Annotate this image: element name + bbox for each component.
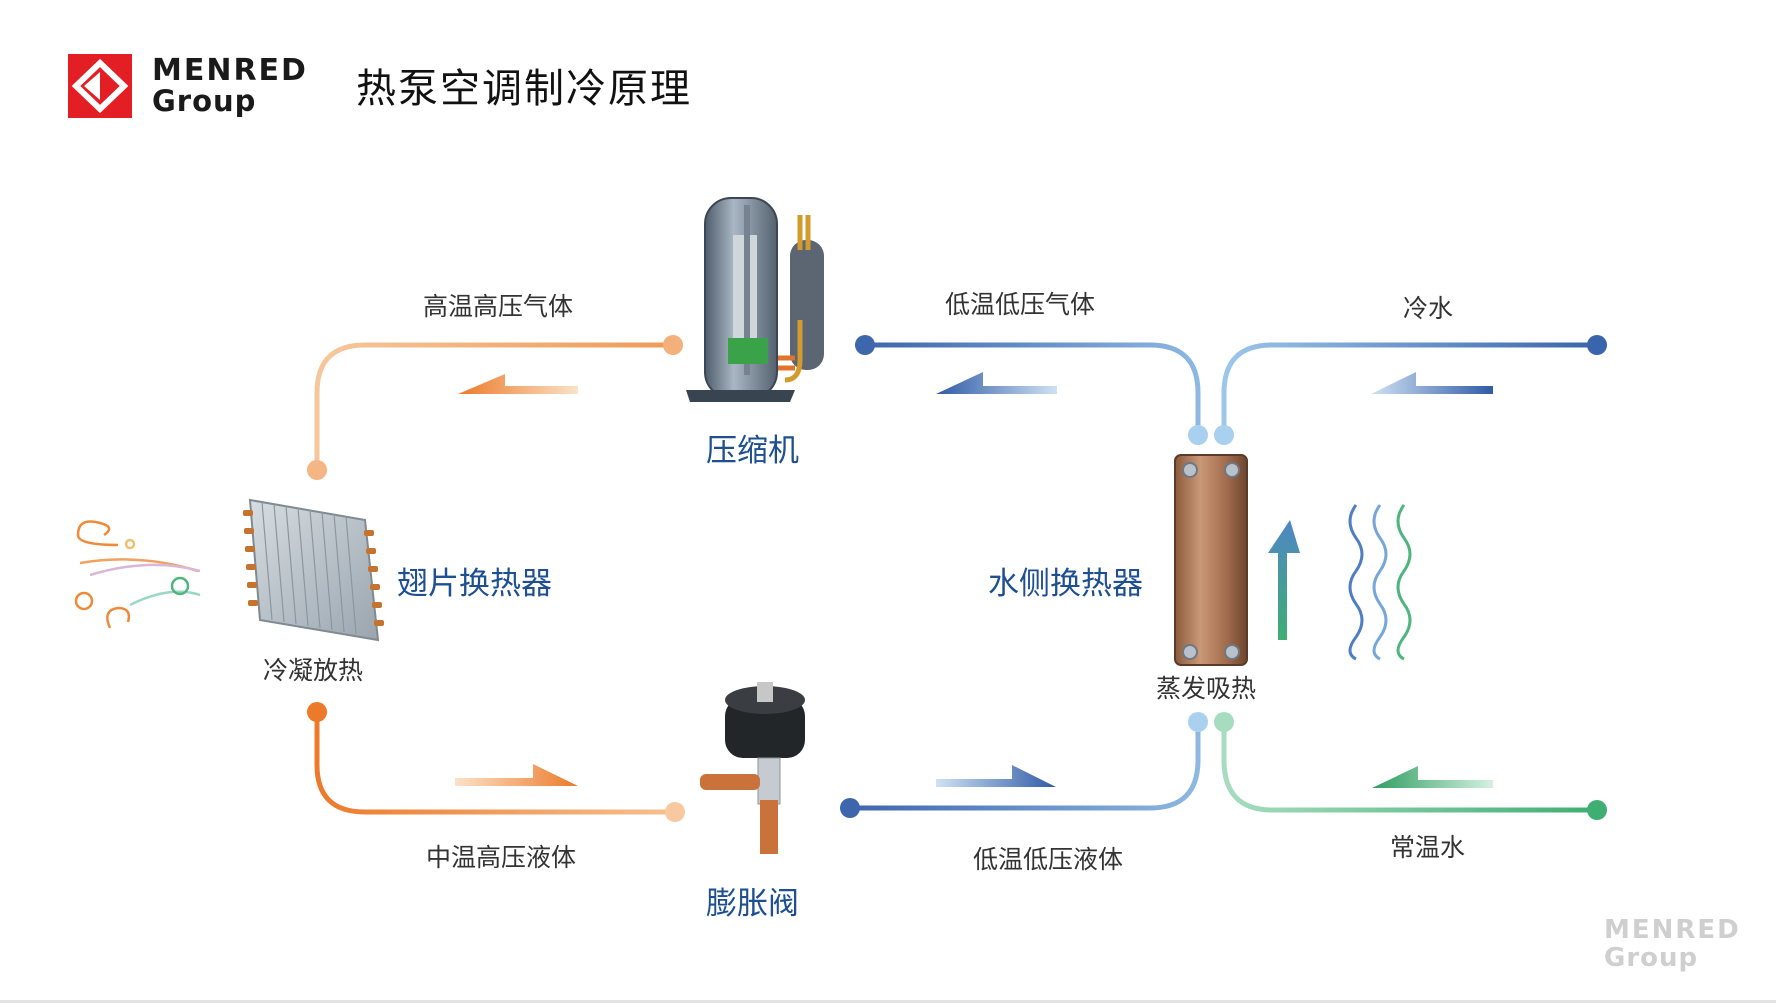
- pipe-end-dot: [307, 460, 327, 480]
- pipe-high-temp-gas: [314, 342, 673, 470]
- pipe-end-dot: [1214, 712, 1234, 732]
- pipe-room-temp-water: [1221, 722, 1597, 813]
- label-fin-heat-exchanger: 翅片换热器: [397, 566, 552, 602]
- label-evaporation: 蒸发吸热: [1156, 674, 1257, 703]
- logo-wordmark: MENRED Group: [152, 53, 308, 118]
- label-low-temp-liquid: 低温低压液体: [973, 845, 1124, 874]
- pipe-end-dot: [1214, 425, 1234, 445]
- label-cold-water: 冷水: [1403, 294, 1454, 323]
- flow-arrow-up: [1268, 520, 1300, 640]
- flow-arrow-right-orange: [455, 764, 578, 786]
- air-sun-icon: [74, 520, 201, 629]
- pipe-end-dot: [855, 335, 875, 355]
- pipe-end-dot: [1188, 712, 1208, 732]
- label-high-temp-gas: 高温高压气体: [423, 292, 574, 321]
- pipe-low-temp-gas: [865, 342, 1201, 435]
- pipe-end-dot: [665, 802, 685, 822]
- pipe-end-dot: [1587, 800, 1607, 820]
- flow-arrow-right-blue: [1371, 372, 1493, 394]
- pipe-end-dot: [1587, 335, 1607, 355]
- plate-heat-exchanger-image: [1174, 454, 1248, 666]
- compressor-image: [686, 197, 824, 402]
- pipe-low-temp-liquid: [850, 722, 1201, 811]
- page-title: 热泵空调制冷原理: [356, 66, 692, 112]
- flow-arrow-left-blue: [936, 372, 1057, 394]
- flow-arrow-right-blue: [936, 765, 1056, 787]
- heat-wave-icon: [1348, 504, 1412, 661]
- label-water-side-heat-exchanger: 水侧换热器: [988, 566, 1143, 602]
- logo-line-2: Group: [152, 84, 257, 118]
- menred-logo-icon: [68, 54, 132, 118]
- label-low-temp-gas: 低温低压气体: [945, 290, 1096, 319]
- label-medium-temp-liquid: 中温高压液体: [426, 843, 577, 872]
- pipe-cold-water: [1221, 342, 1597, 435]
- pipe-end-dot: [307, 702, 327, 722]
- bottom-divider: [0, 1000, 1776, 1003]
- expansion-valve-image: [700, 682, 805, 854]
- label-room-temp-water: 常温水: [1390, 833, 1466, 862]
- watermark-line-1: MENRED: [1604, 915, 1741, 945]
- label-condensing: 冷凝放热: [263, 656, 364, 685]
- pipe-medium-temp-liquid: [314, 712, 675, 815]
- pipe-end-dot: [1188, 425, 1208, 445]
- flow-arrow-left-orange: [458, 374, 578, 394]
- pipe-end-dot: [840, 798, 860, 818]
- watermark-line-2: Group: [1604, 943, 1699, 973]
- logo-line-1: MENRED: [152, 53, 308, 88]
- flow-arrow-left-green: [1372, 766, 1493, 788]
- fin-heat-exchanger-image: [243, 498, 384, 642]
- label-expansion-valve: 膨胀阀: [706, 886, 799, 922]
- label-compressor: 压缩机: [706, 433, 799, 469]
- pipe-end-dot: [663, 335, 683, 355]
- watermark-logo: MENRED Group: [1604, 916, 1741, 972]
